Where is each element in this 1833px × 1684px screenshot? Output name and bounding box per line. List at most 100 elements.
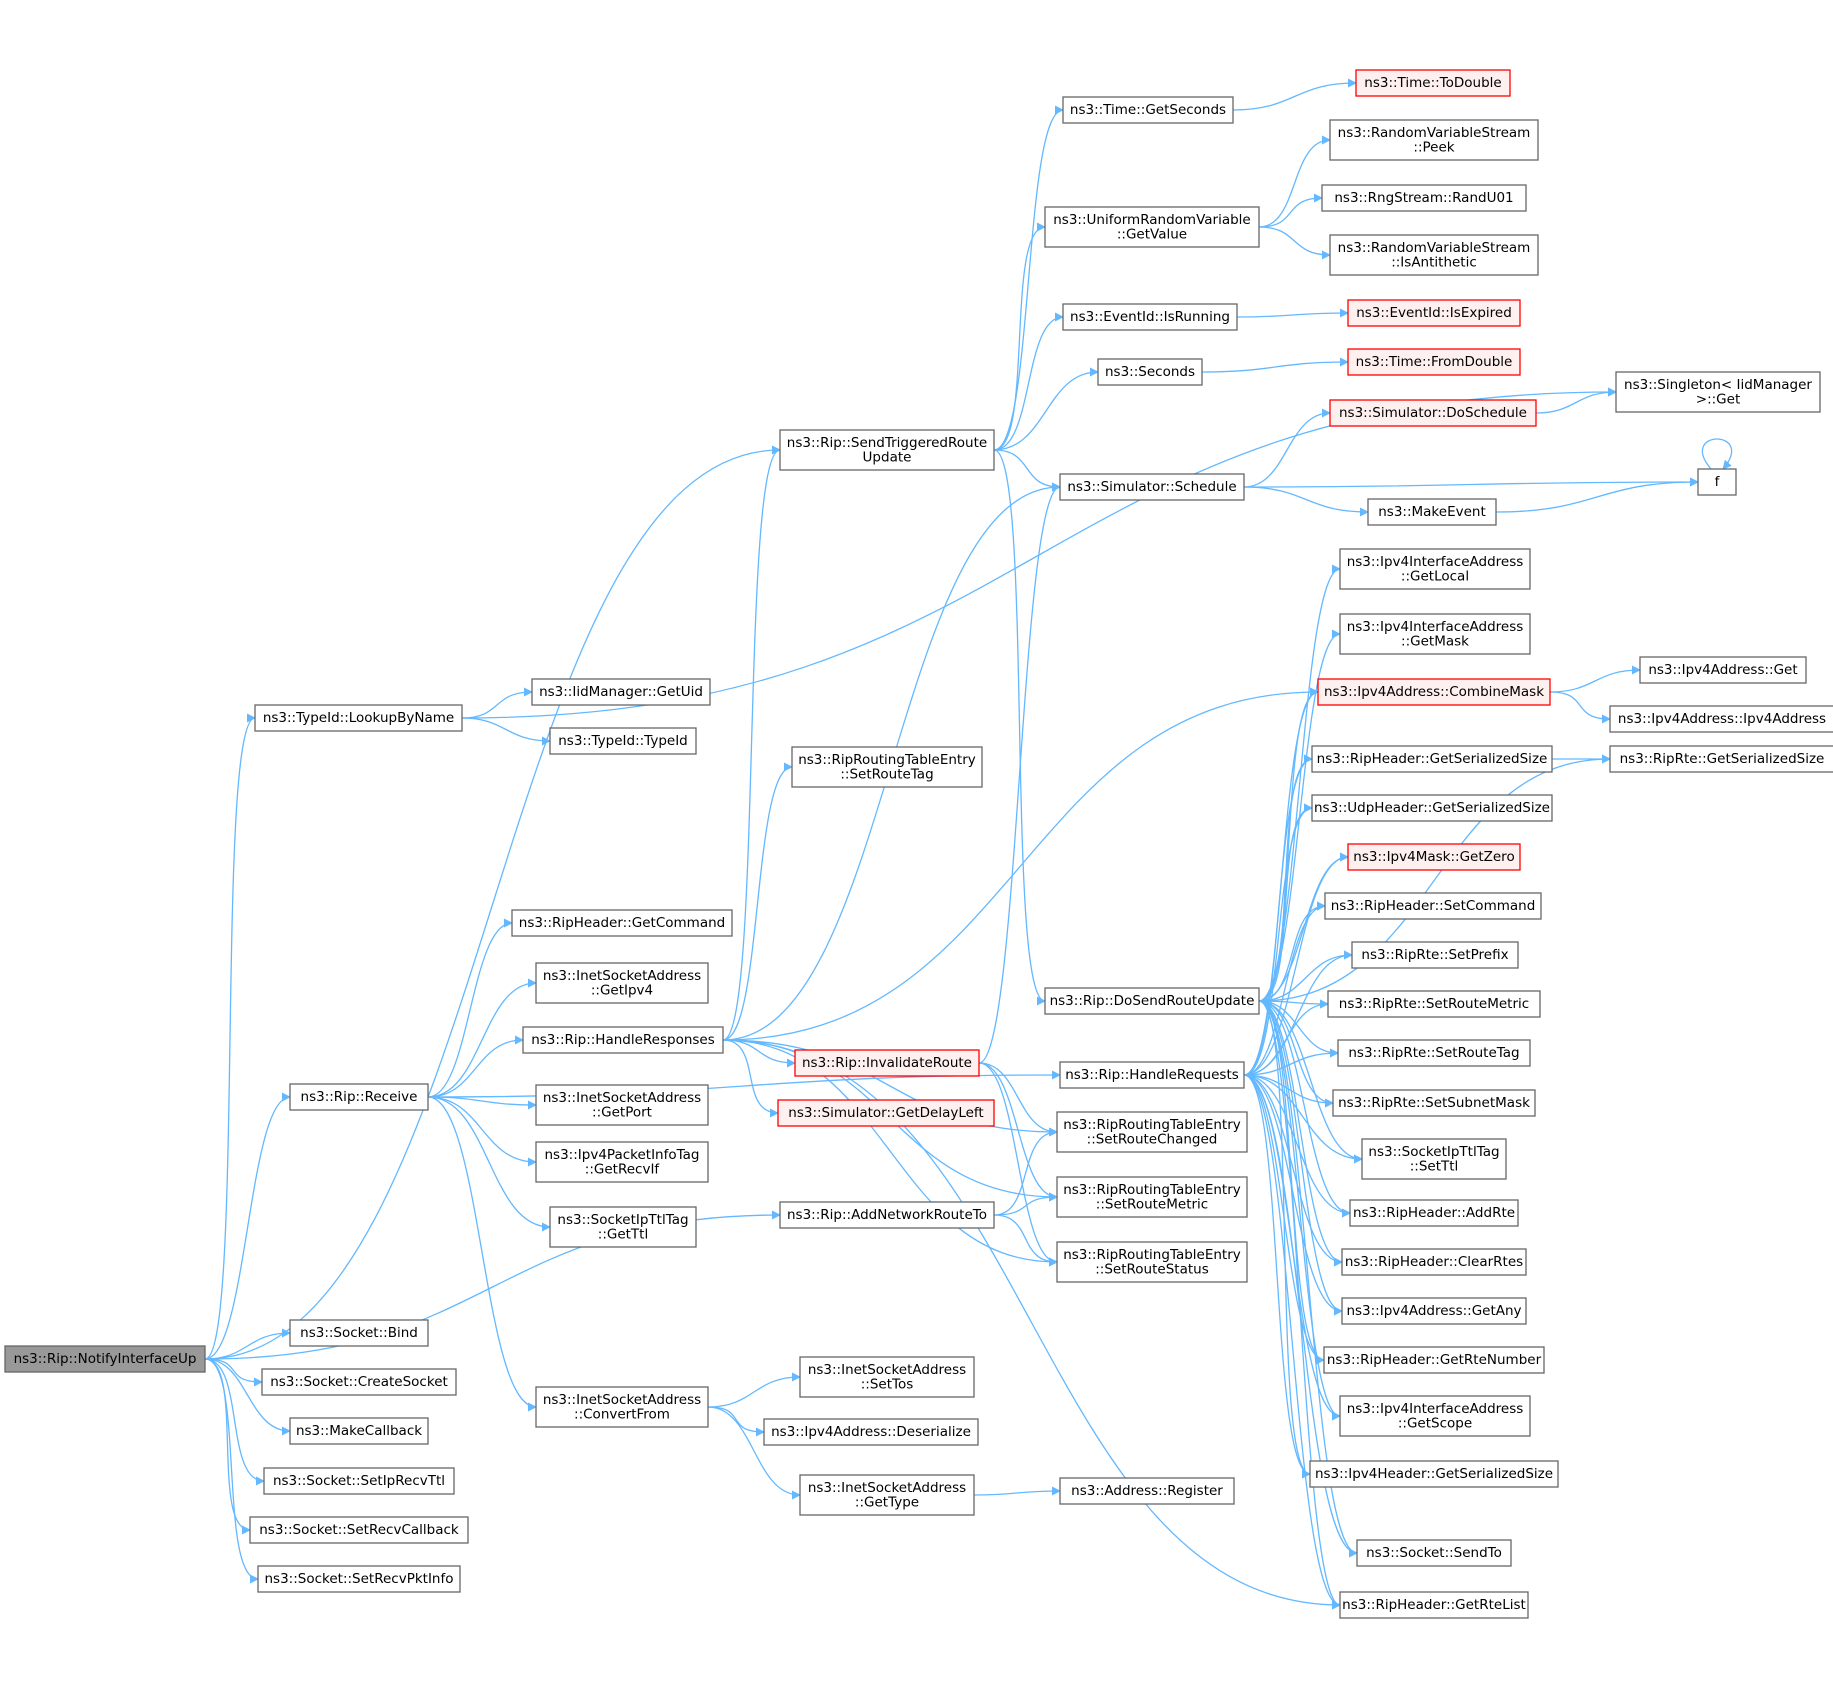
- node-box: [1332, 1089, 1536, 1117]
- node-box: [1355, 69, 1511, 97]
- node-label: ns3::MakeEvent: [1378, 504, 1486, 520]
- node-typeidctor[interactable]: ns3::TypeId::TypeId: [549, 727, 697, 755]
- node-udpGetSer[interactable]: ns3::UdpHeader::GetSerializedSize: [1311, 794, 1553, 822]
- node-iaGetLocal[interactable]: ns3::Ipv4InterfaceAddress::GetLocal: [1339, 548, 1531, 590]
- edge-dosend-to-hdrClear: [1258, 1000, 1343, 1267]
- node-lookup[interactable]: ns3::TypeId::LookupByName: [254, 704, 463, 732]
- node-receive[interactable]: ns3::Rip::Receive: [289, 1083, 429, 1111]
- edge-notify-to-createsock: [204, 1358, 263, 1387]
- node-label: ns3::InetSocketAddress: [808, 1362, 966, 1378]
- node-isanti[interactable]: ns3::RandomVariableStream::IsAntithetic: [1329, 234, 1539, 276]
- node-getttl[interactable]: ns3::SocketIpTtlTag::GetTtl: [549, 1206, 697, 1248]
- node-sendTo[interactable]: ns3::Socket::SendTo: [1356, 1539, 1512, 1567]
- node-createsock[interactable]: ns3::Socket::CreateSocket: [261, 1368, 457, 1396]
- node-singleton[interactable]: ns3::Singleton< IidManager>::Get: [1615, 371, 1821, 413]
- node-label: ns3::RipHeader::GetSerializedSize: [1317, 751, 1548, 767]
- node-setrecvcb[interactable]: ns3::Socket::SetRecvCallback: [249, 1516, 469, 1544]
- node-dosend[interactable]: ns3::Rip::DoSendRouteUpdate: [1044, 987, 1260, 1015]
- node-settos[interactable]: ns3::InetSocketAddress::SetTos: [799, 1356, 975, 1398]
- node-hdrgetcmd[interactable]: ns3::RipHeader::GetCommand: [511, 909, 733, 937]
- node-randu01[interactable]: ns3::RngStream::RandU01: [1321, 184, 1527, 212]
- edge-schedule-to-makeevent: [1243, 486, 1369, 517]
- node-setroutemetric_rt[interactable]: ns3::RipRoutingTableEntry::SetRouteMetri…: [1056, 1176, 1248, 1218]
- node-isrunning[interactable]: ns3::EventId::IsRunning: [1062, 303, 1238, 331]
- edge-sendtrig-to-getseconds: [993, 105, 1064, 451]
- node-todouble[interactable]: ns3::Time::ToDouble: [1355, 69, 1511, 97]
- node-setiprecvttl[interactable]: ns3::Socket::SetIpRecvTtl: [263, 1467, 455, 1495]
- node-setrecvpkt[interactable]: ns3::Socket::SetRecvPktInfo: [257, 1565, 461, 1593]
- node-iaGetScope[interactable]: ns3::Ipv4InterfaceAddress::GetScope: [1339, 1395, 1531, 1437]
- node-setroutestatus[interactable]: ns3::RipRoutingTableEntry::SetRouteStatu…: [1056, 1241, 1248, 1283]
- node-box: [1639, 656, 1807, 684]
- node-f[interactable]: f: [1697, 468, 1737, 496]
- node-fromdouble[interactable]: ns3::Time::FromDouble: [1347, 348, 1521, 376]
- node-label: ns3::RipHeader::GetRteList: [1342, 1597, 1526, 1613]
- node-ttlSetTtl[interactable]: ns3::SocketIpTtlTag::SetTtl: [1361, 1138, 1507, 1180]
- node-convertfrom[interactable]: ns3::InetSocketAddress::ConvertFrom: [535, 1386, 709, 1428]
- node-box: [1321, 184, 1527, 212]
- node-handlereq[interactable]: ns3::Rip::HandleRequests: [1059, 1061, 1245, 1089]
- node-rteGetSer[interactable]: ns3::RipRte::GetSerializedSize: [1609, 745, 1833, 773]
- node-makecb[interactable]: ns3::MakeCallback: [289, 1417, 429, 1445]
- node-hdrRteList[interactable]: ns3::RipHeader::GetRteList: [1339, 1591, 1529, 1619]
- node-label: ns3::RipRoutingTableEntry: [1063, 1117, 1241, 1133]
- node-label: ns3::IidManager::GetUid: [539, 684, 703, 700]
- node-addnet[interactable]: ns3::Rip::AddNetworkRouteTo: [779, 1201, 995, 1229]
- node-ipv4HdrSer[interactable]: ns3::Ipv4Header::GetSerializedSize: [1309, 1460, 1559, 1488]
- node-label: ns3::RipRoutingTableEntry: [1063, 1247, 1241, 1263]
- node-delayleft[interactable]: ns3::Simulator::GetDelayLeft: [777, 1099, 995, 1127]
- node-bind[interactable]: ns3::Socket::Bind: [289, 1319, 429, 1347]
- edge-receive-to-convertfrom: [427, 1096, 537, 1412]
- node-getipv4[interactable]: ns3::InetSocketAddress::GetIpv4: [535, 962, 709, 1004]
- node-peek[interactable]: ns3::RandomVariableStream::Peek: [1329, 119, 1539, 161]
- edge-handleresp-to-sendtrig: [722, 445, 781, 1041]
- node-label: ns3::RipHeader::GetCommand: [519, 915, 725, 931]
- node-schedule[interactable]: ns3::Simulator::Schedule: [1059, 473, 1245, 501]
- node-label: ns3::RipRoutingTableEntry: [798, 752, 976, 768]
- edge-lookup-to-typeidctor: [461, 717, 551, 746]
- node-invalidate[interactable]: ns3::Rip::InvalidateRoute: [794, 1049, 980, 1077]
- node-gettype[interactable]: ns3::InetSocketAddress::GetType: [799, 1474, 975, 1516]
- node-rteSetMetric[interactable]: ns3::RipRte::SetRouteMetric: [1327, 990, 1541, 1018]
- node-box: [1351, 941, 1519, 969]
- node-seconds[interactable]: ns3::Seconds: [1097, 358, 1203, 386]
- node-getuid[interactable]: ns3::IidManager::GetUid: [531, 678, 711, 706]
- node-addrCtor[interactable]: ns3::Ipv4Address::Ipv4Address: [1609, 705, 1833, 733]
- node-label: ns3::RipRte::SetPrefix: [1361, 947, 1508, 963]
- node-getseconds[interactable]: ns3::Time::GetSeconds: [1062, 96, 1234, 124]
- edge-handleresp-to-delayleft: [722, 1039, 779, 1118]
- node-box: [1356, 1539, 1512, 1567]
- node-rteSetMask[interactable]: ns3::RipRte::SetSubnetMask: [1332, 1089, 1536, 1117]
- node-getrecvif[interactable]: ns3::Ipv4PacketInfoTag::GetRecvIf: [535, 1141, 709, 1183]
- node-box: [1339, 1395, 1531, 1437]
- node-combinemask[interactable]: ns3::Ipv4Address::CombineMask: [1317, 678, 1551, 706]
- node-iaGetMask[interactable]: ns3::Ipv4InterfaceAddress::GetMask: [1339, 613, 1531, 655]
- node-hdrRteNum[interactable]: ns3::RipHeader::GetRteNumber: [1323, 1346, 1545, 1374]
- node-addrGetAny[interactable]: ns3::Ipv4Address::GetAny: [1341, 1297, 1527, 1325]
- node-hdrGetSer[interactable]: ns3::RipHeader::GetSerializedSize: [1311, 745, 1553, 773]
- node-label: ns3::InetSocketAddress: [808, 1480, 966, 1496]
- node-makeevent[interactable]: ns3::MakeEvent: [1367, 498, 1497, 526]
- node-maskGetZero[interactable]: ns3::Ipv4Mask::GetZero: [1347, 843, 1521, 871]
- node-deserialize[interactable]: ns3::Ipv4Address::Deserialize: [763, 1418, 979, 1446]
- node-doschedule[interactable]: ns3::Simulator::DoSchedule: [1329, 399, 1537, 427]
- node-box: [531, 678, 711, 706]
- node-label: ns3::Address::Register: [1071, 1483, 1223, 1499]
- node-hdrSetCmd[interactable]: ns3::RipHeader::SetCommand: [1324, 892, 1542, 920]
- node-box: [1329, 399, 1537, 427]
- node-isexpired[interactable]: ns3::EventId::IsExpired: [1347, 299, 1521, 327]
- node-notify[interactable]: ns3::Rip::NotifyInterfaceUp: [4, 1345, 206, 1373]
- node-addrGet[interactable]: ns3::Ipv4Address::Get: [1639, 656, 1807, 684]
- node-hdrAddRte[interactable]: ns3::RipHeader::AddRte: [1349, 1199, 1519, 1227]
- node-setroutechanged[interactable]: ns3::RipRoutingTableEntry::SetRouteChang…: [1056, 1111, 1248, 1153]
- node-register[interactable]: ns3::Address::Register: [1059, 1477, 1235, 1505]
- node-setroutetag_rt[interactable]: ns3::RipRoutingTableEntry::SetRouteTag: [791, 746, 983, 788]
- node-urvgetvalue[interactable]: ns3::UniformRandomVariable::GetValue: [1044, 206, 1260, 248]
- node-rteSetTag[interactable]: ns3::RipRte::SetRouteTag: [1337, 1039, 1531, 1067]
- node-box: [261, 1368, 457, 1396]
- node-getport[interactable]: ns3::InetSocketAddress::GetPort: [535, 1084, 709, 1126]
- node-hdrClear[interactable]: ns3::RipHeader::ClearRtes: [1341, 1248, 1527, 1276]
- node-handleresp[interactable]: ns3::Rip::HandleResponses: [522, 1026, 724, 1054]
- node-rteSetPrefix[interactable]: ns3::RipRte::SetPrefix: [1351, 941, 1519, 969]
